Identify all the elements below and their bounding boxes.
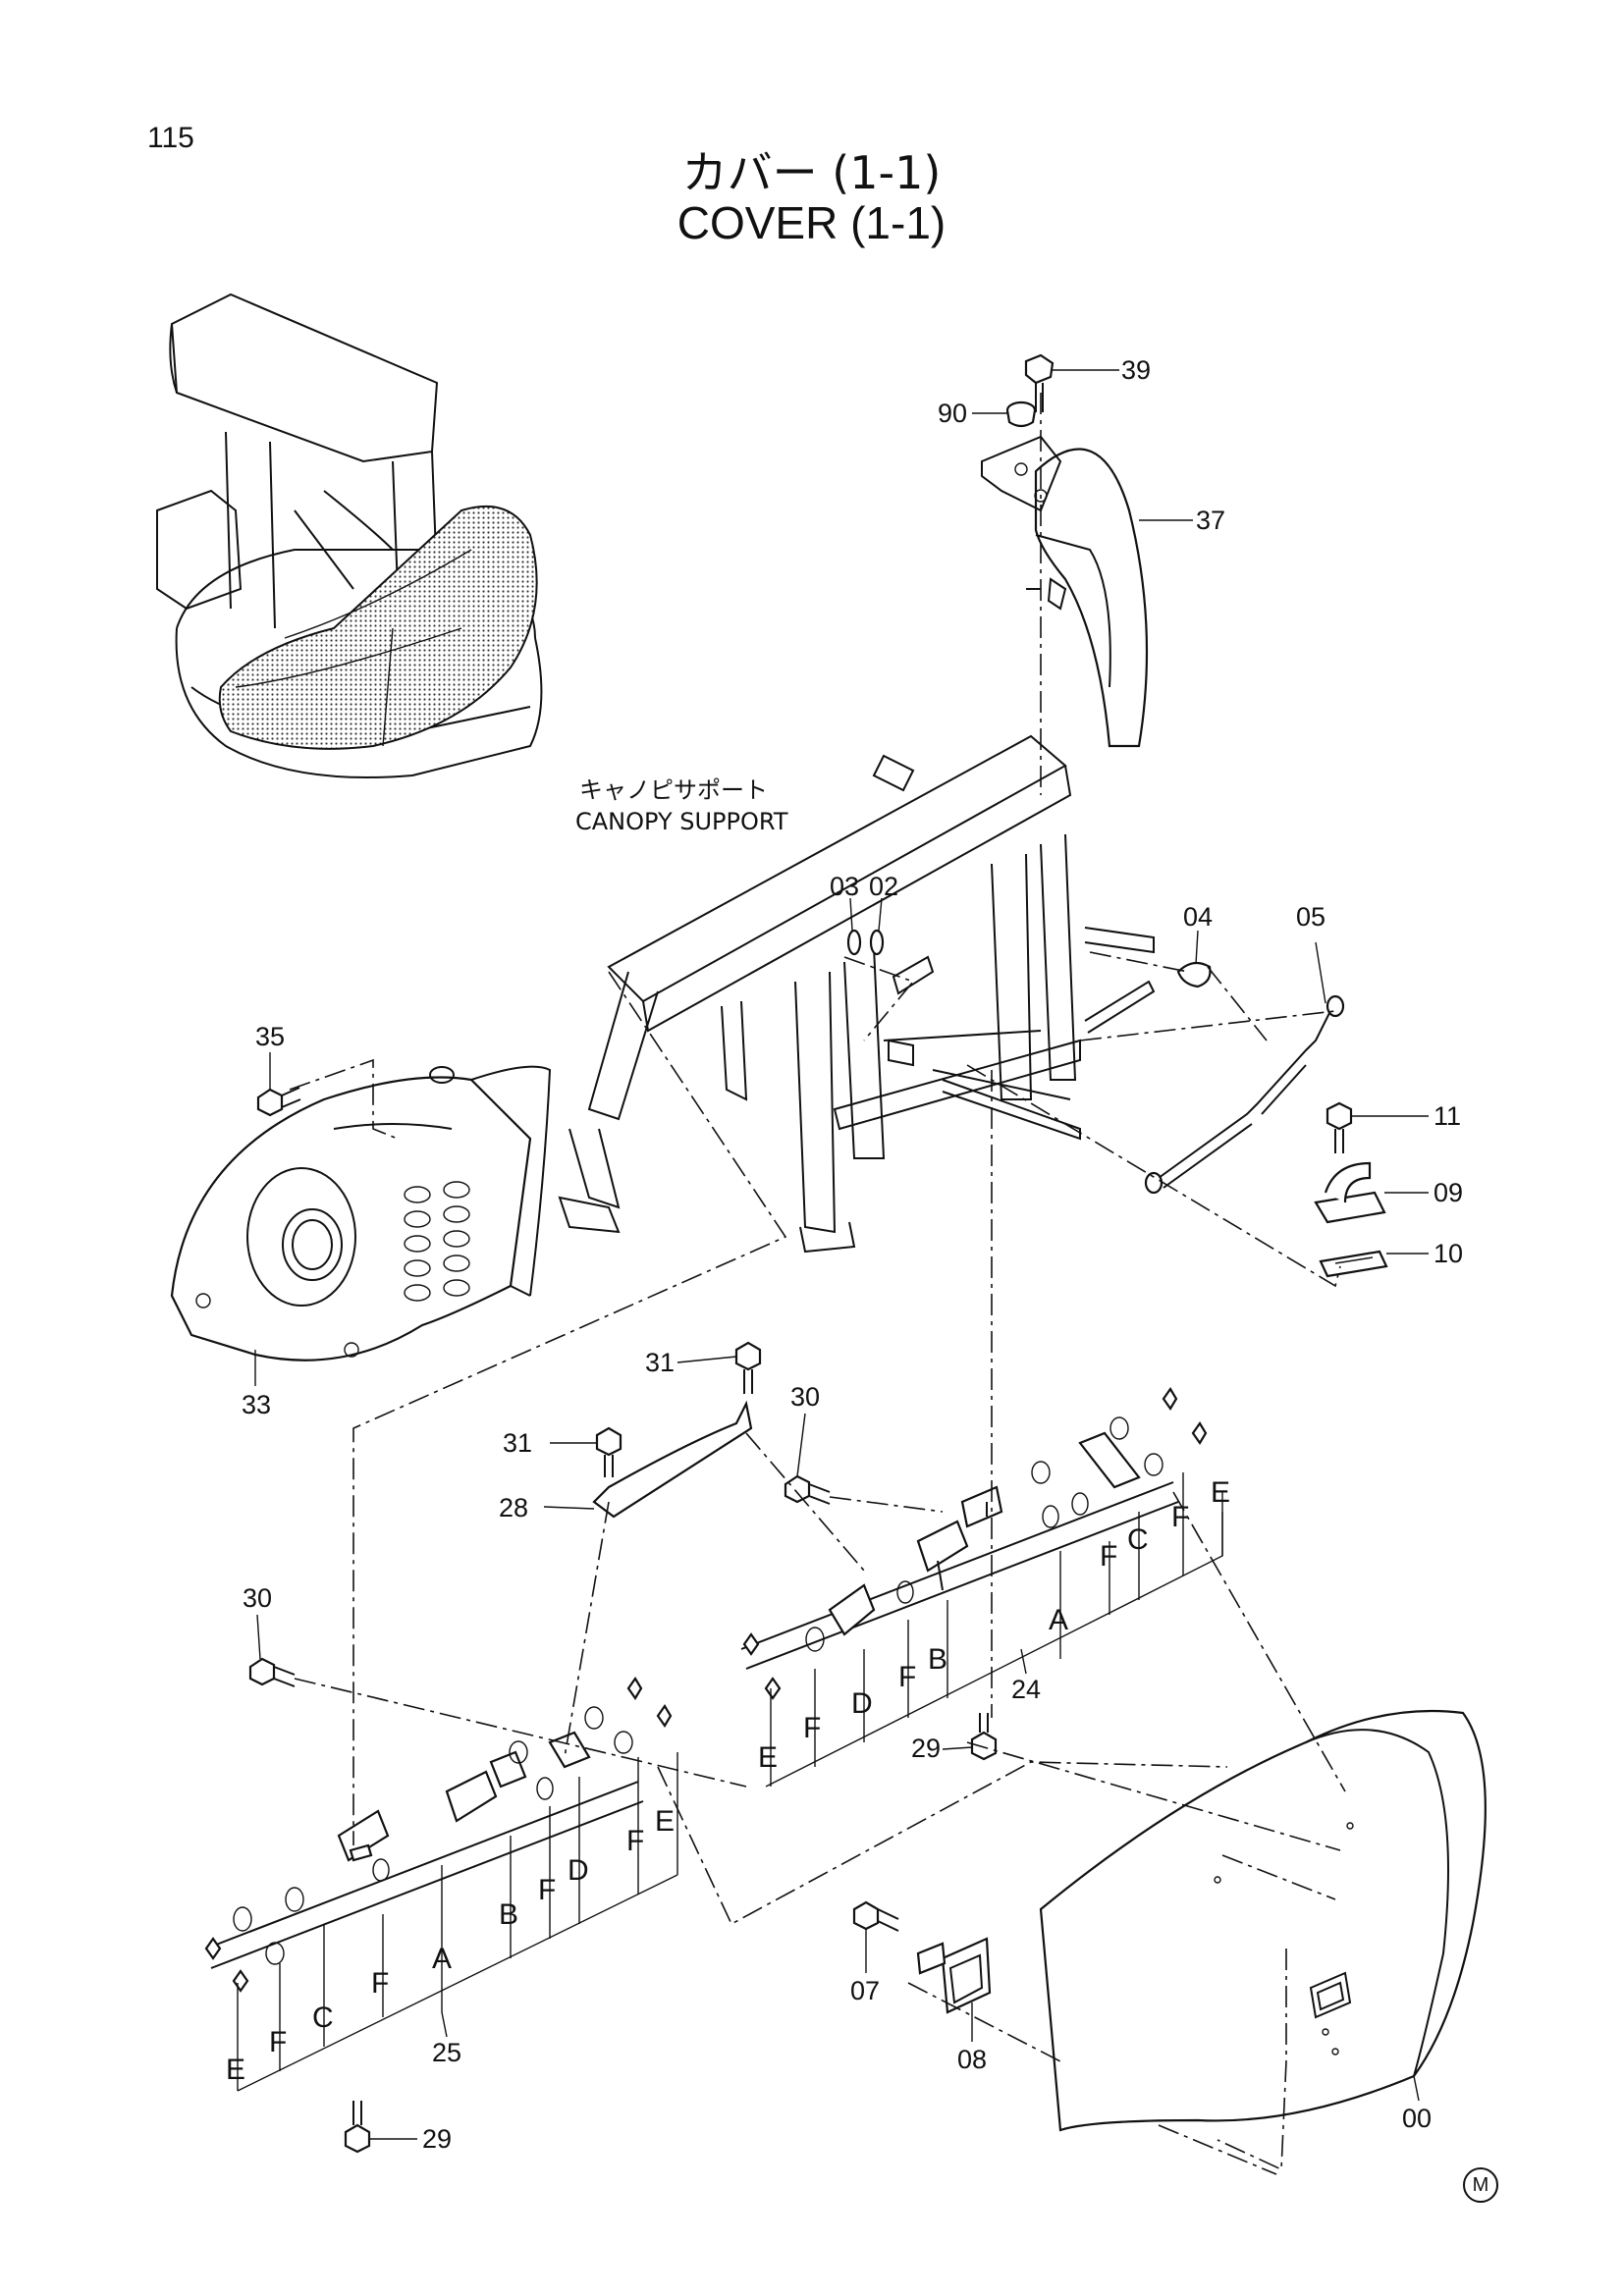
bolt-31-upper — [734, 1341, 762, 1394]
latch-09 — [1314, 1161, 1386, 1224]
callout-39: 39 — [1121, 355, 1151, 385]
canopy-support-frame — [558, 734, 1156, 1254]
hinge-letter-F-right-4: F — [803, 1712, 821, 1744]
handle-08 — [916, 1937, 992, 2014]
hinge-letter-F-right-3: F — [898, 1661, 916, 1693]
front-cover-33 — [170, 1065, 552, 1362]
callout-31-upper: 31 — [645, 1348, 675, 1377]
hinge-assembly-24 — [740, 1386, 1208, 1700]
hinge-letter-D-right: D — [851, 1687, 873, 1720]
hinge-letter-E-left-2: E — [226, 2054, 245, 2086]
hinge-letter-E-right-1: E — [1211, 1476, 1230, 1509]
bolt-31-lower — [595, 1426, 622, 1477]
side-cover-37 — [981, 435, 1149, 748]
hinge-letter-F-right-2: F — [1171, 1501, 1189, 1533]
callout-33: 33 — [242, 1390, 271, 1419]
gas-spring-05 — [1144, 994, 1345, 1195]
hinge-letter-F-right-1: F — [1100, 1540, 1117, 1573]
canopy-support-label-ja: キャノピサポート — [579, 776, 768, 804]
callout-leader-lines — [254, 369, 1429, 2140]
clips-02-03 — [846, 929, 885, 956]
callout-25: 25 — [432, 2038, 461, 2067]
bolt-29-right — [970, 1713, 998, 1761]
bolt-11 — [1325, 1101, 1353, 1153]
callout-11: 11 — [1434, 1101, 1461, 1131]
bolt-30-right — [784, 1474, 831, 1505]
callout-30-left: 30 — [243, 1583, 272, 1613]
bolt-07 — [852, 1900, 899, 1932]
callout-04: 04 — [1183, 902, 1213, 932]
hinge-letter-F-left-4: F — [269, 2026, 287, 2058]
group-bracket-lines — [237, 1472, 1223, 2092]
callout-09: 09 — [1434, 1178, 1463, 1207]
callout-28: 28 — [499, 1493, 528, 1522]
hinge-letter-B-left: B — [499, 1898, 518, 1931]
callout-29-left: 29 — [422, 2124, 452, 2154]
hinge-letter-D-left: D — [568, 1854, 589, 1887]
hinge-letter-F-left-2: F — [626, 1825, 644, 1857]
hinge-letter-E-right-2: E — [758, 1741, 778, 1774]
hinge-letter-F-left-1: F — [538, 1874, 556, 1906]
rear-cover-00 — [1039, 1709, 1487, 2132]
hinge-letter-A-left: A — [432, 1943, 452, 1975]
hinge-letter-F-left-3: F — [371, 1967, 389, 2000]
bolt-35 — [256, 1087, 301, 1117]
manufacturer-mark: M — [1463, 2167, 1498, 2203]
bolt-30-left — [248, 1657, 296, 1687]
callout-05: 05 — [1296, 902, 1325, 932]
callout-07: 07 — [850, 1976, 880, 2005]
bracket-28 — [592, 1400, 753, 1519]
title-english: COVER (1-1) — [676, 197, 947, 248]
callout-90: 90 — [938, 399, 967, 428]
callout-24: 24 — [1011, 1675, 1041, 1704]
machine-overview-illustration — [156, 293, 543, 778]
hinge-letter-E-left-1: E — [655, 1805, 675, 1838]
hinge-assembly-25 — [204, 1676, 673, 1993]
plate-10 — [1319, 1250, 1388, 1278]
callout-31-lower: 31 — [503, 1428, 532, 1458]
hinge-letter-A-right: A — [1049, 1604, 1068, 1636]
bolt-39 — [1024, 353, 1055, 412]
page-number: 115 — [147, 122, 194, 154]
callout-00: 00 — [1402, 2104, 1432, 2133]
assembly-guide-lines — [289, 393, 1346, 2175]
callout-10: 10 — [1434, 1239, 1463, 1268]
callout-labels: キャノピサポート CANOPY SUPPORT 39 90 37 03 02 0… — [226, 355, 1463, 2154]
callout-29-right: 29 — [911, 1734, 941, 1763]
hinge-letter-B-right: B — [928, 1643, 947, 1676]
clip-04 — [1176, 961, 1212, 988]
callout-37: 37 — [1196, 506, 1225, 535]
cap-90 — [1005, 400, 1037, 428]
hinge-letter-C-left: C — [312, 2002, 334, 2034]
callout-30-right: 30 — [790, 1382, 820, 1412]
canopy-support-label-en: CANOPY SUPPORT — [575, 808, 788, 835]
title-japanese: カバー (1-1) — [681, 146, 942, 199]
hinge-letter-C-right: C — [1127, 1523, 1149, 1556]
cover-vent-holes — [404, 1181, 470, 1302]
callout-03: 03 — [830, 872, 859, 901]
callout-08: 08 — [957, 2045, 987, 2074]
bolt-29-left — [344, 2101, 371, 2154]
callout-35: 35 — [255, 1022, 285, 1051]
callout-02: 02 — [869, 872, 898, 901]
